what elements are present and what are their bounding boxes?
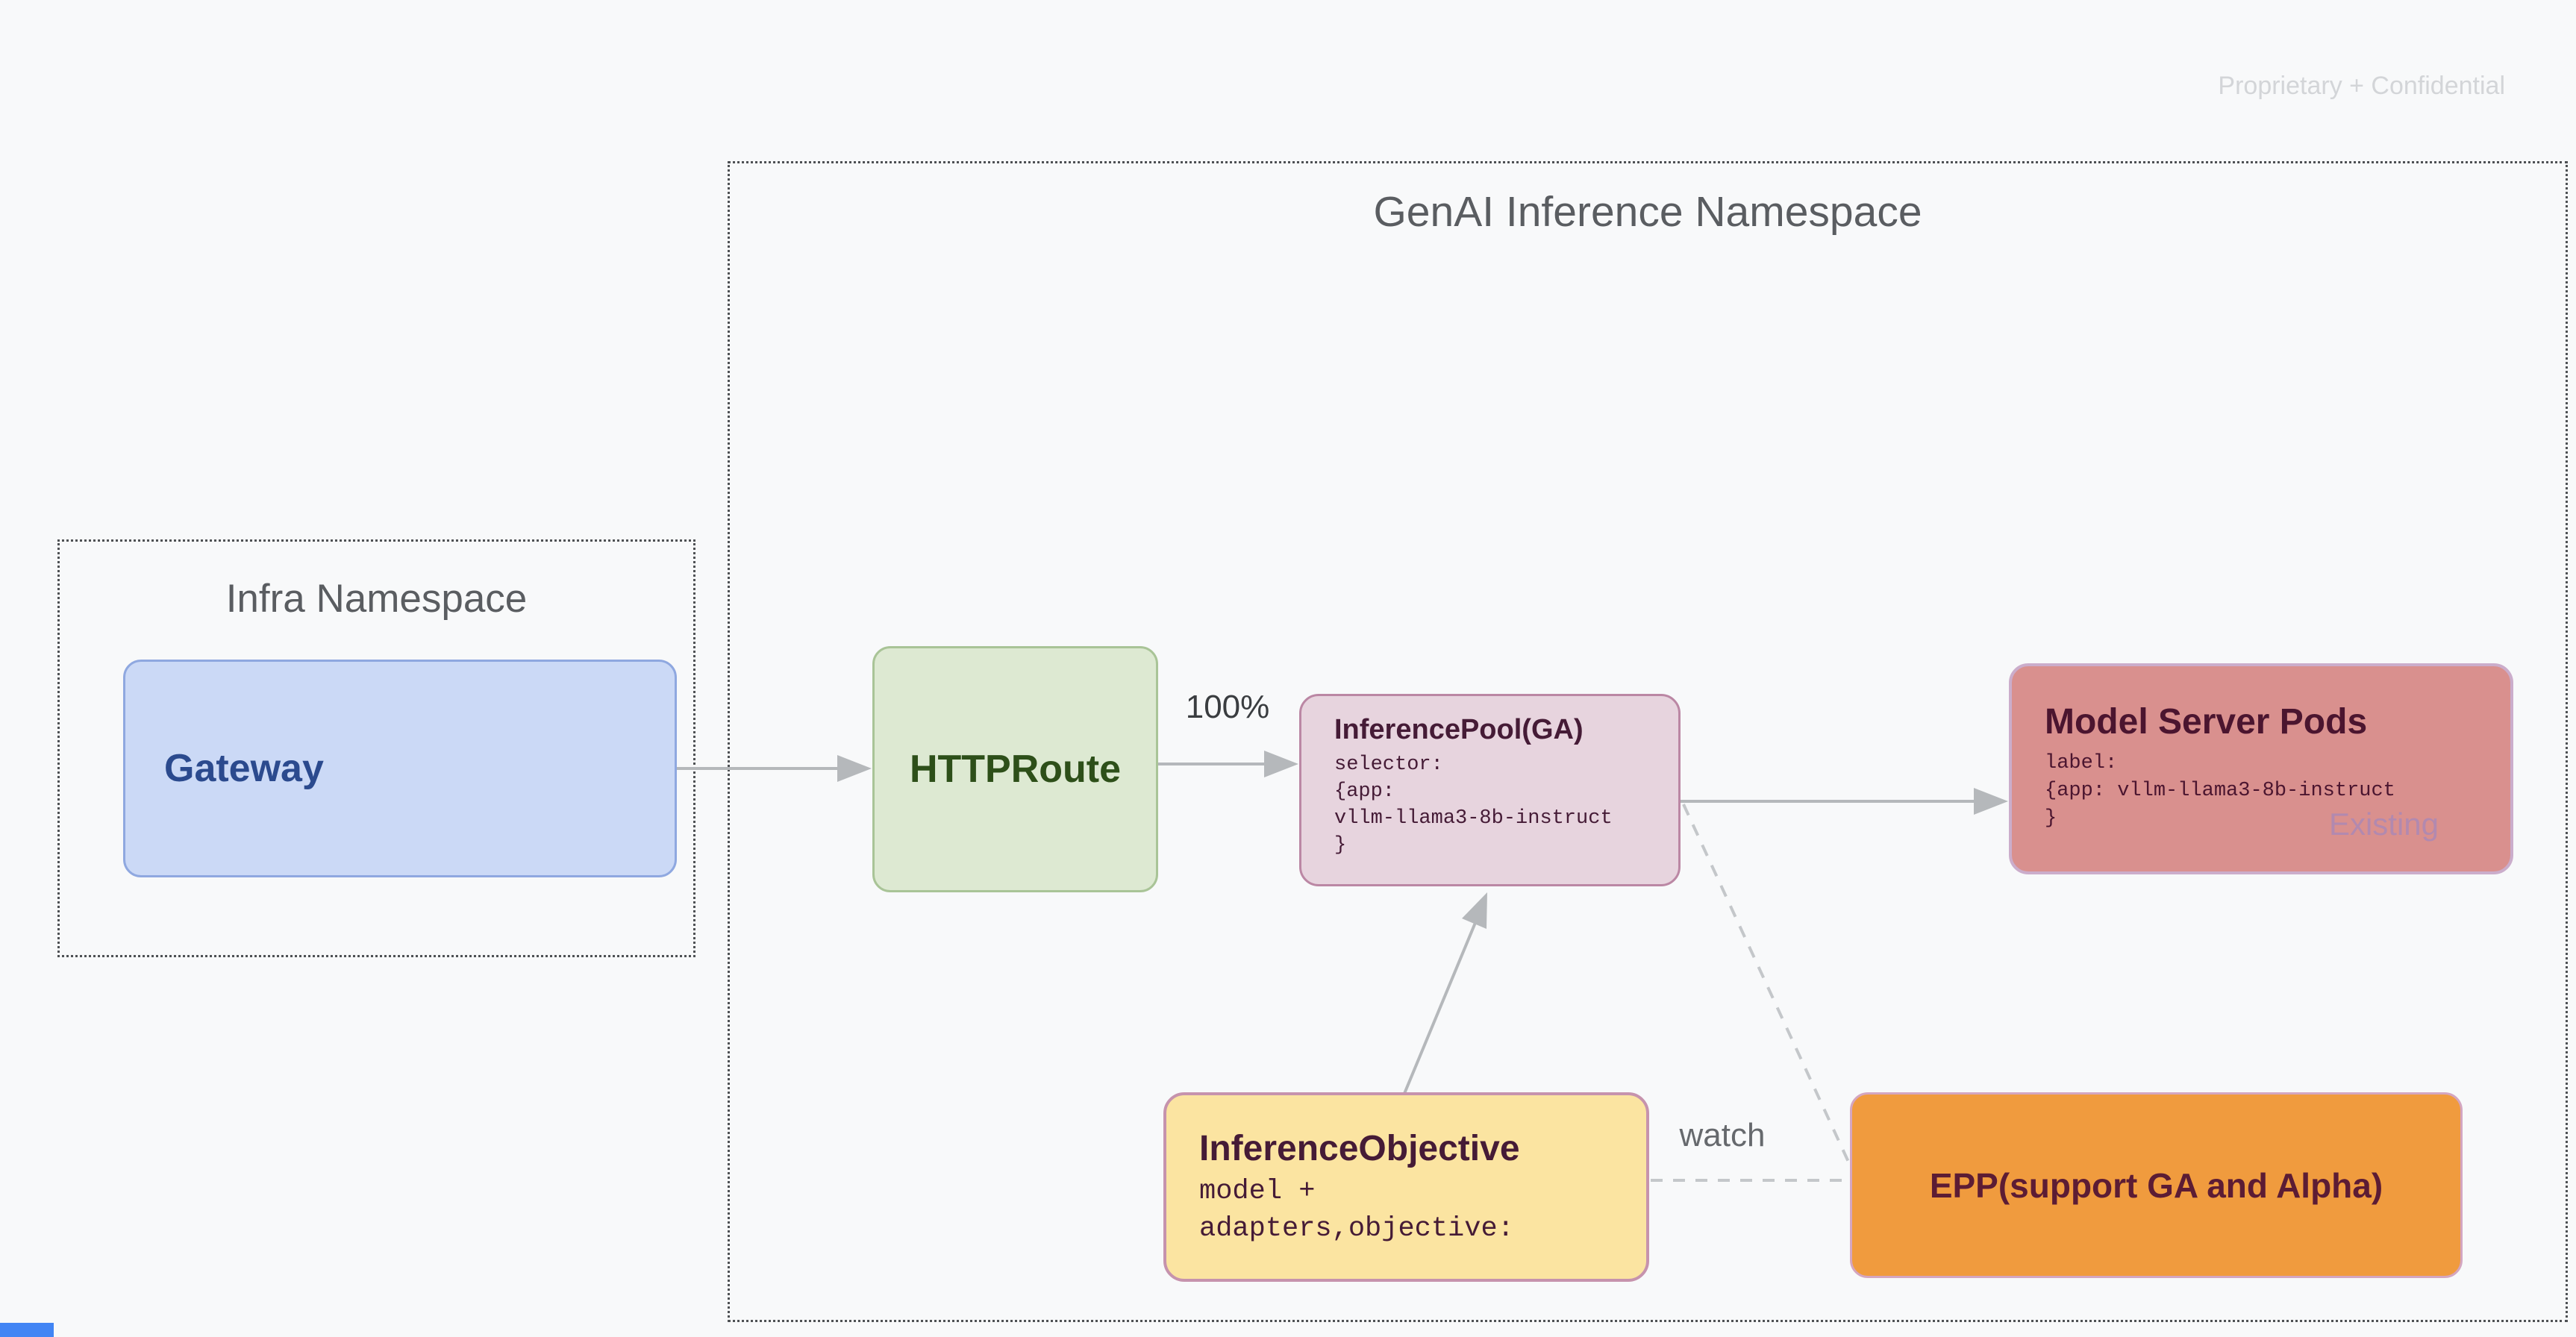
httproute-node: HTTPRoute (872, 646, 1158, 892)
inferenceobjective-code: model + adapters,objective: (1199, 1176, 1514, 1244)
gateway-label: Gateway (164, 747, 324, 790)
watch-label: watch (1679, 1117, 1766, 1153)
model-server-pods-node: Model Server Pods label: {app: vllm-llam… (2009, 663, 2513, 874)
gateway-node: Gateway (123, 660, 677, 877)
route-weight-label: 100% (1185, 689, 1270, 725)
epp-label: EPP(support GA and Alpha) (1929, 1165, 2383, 1205)
inferencepool-selector-code: selector: {app: vllm-llama3-8b-instruct … (1334, 754, 1613, 857)
infra-namespace-box: Infra Namespace (57, 539, 695, 957)
infra-namespace-title: Infra Namespace (225, 577, 528, 621)
httproute-label: HTTPRoute (909, 748, 1122, 791)
inferenceobjective-title: InferenceObjective (1199, 1129, 1520, 1168)
inferencepool-title: InferencePool(GA) (1334, 714, 1584, 745)
bottom-left-blue-bar (0, 1323, 54, 1337)
model-server-pods-label-code: label: {app: vllm-llama3-8b-instruct } (2045, 752, 2395, 830)
existing-status-label: Existing (2328, 807, 2439, 842)
watermark-text: Proprietary + Confidential (2218, 72, 2505, 100)
model-server-pods-title: Model Server Pods (2045, 702, 2368, 742)
genai-inference-namespace-box: GenAI Inference Namespace (728, 161, 2568, 1322)
inferencepool-node: InferencePool(GA) selector: {app: vllm-l… (1299, 694, 1681, 886)
inferenceobjective-node: InferenceObjective model + adapters,obje… (1163, 1092, 1649, 1282)
genai-namespace-title: GenAI Inference Namespace (1373, 188, 1922, 236)
epp-node: EPP(support GA and Alpha) (1850, 1092, 2463, 1278)
